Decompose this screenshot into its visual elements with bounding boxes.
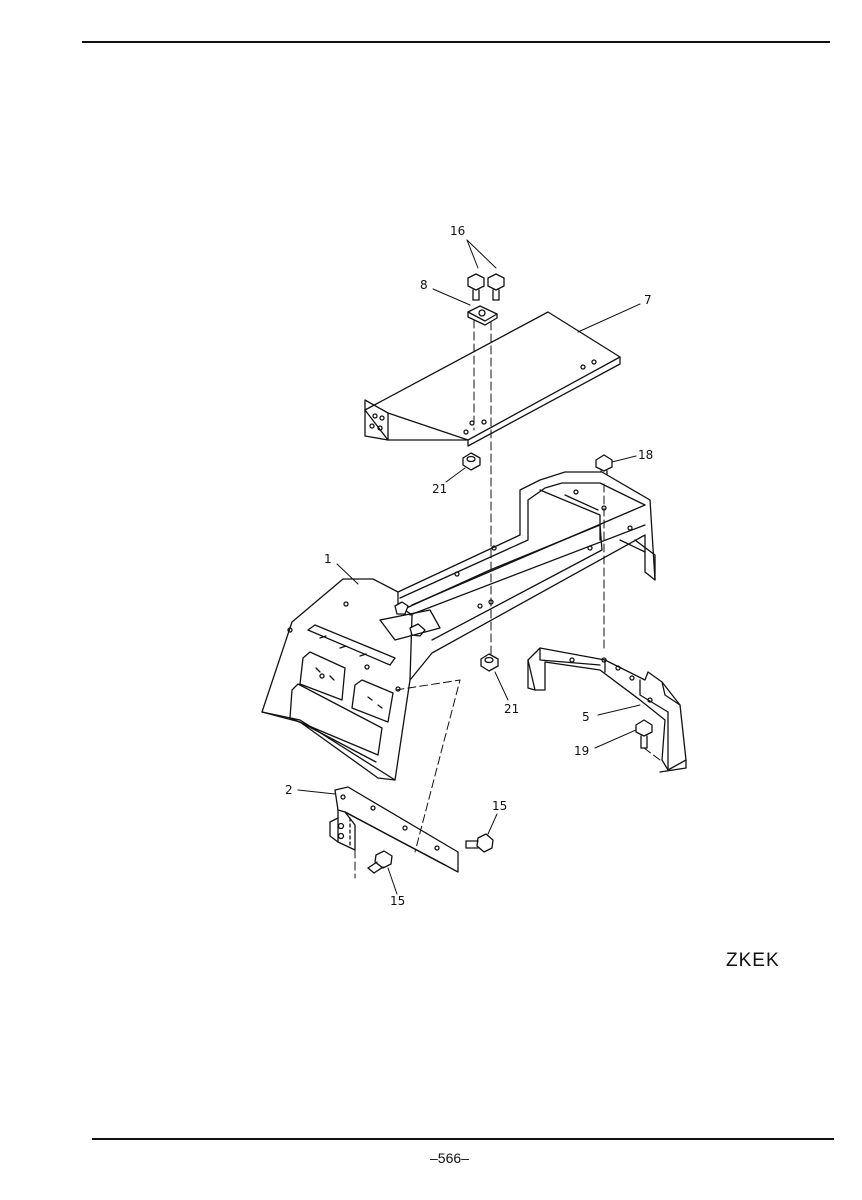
callout-21-upper: 21	[432, 482, 447, 496]
part-19-bolt	[635, 719, 653, 749]
callout-5: 5	[582, 710, 590, 724]
part-8-clip-nut	[467, 305, 498, 326]
callout-21-lower: 21	[504, 702, 519, 716]
callout-19: 19	[574, 744, 589, 758]
part-15-bolts	[367, 833, 494, 874]
callout-1: 1	[324, 552, 332, 566]
callout-16: 16	[450, 224, 465, 238]
part-1-main-housing	[261, 471, 656, 781]
callout-15-lower: 15	[390, 894, 405, 908]
bottom-rule	[92, 1138, 834, 1140]
callout-15-right: 15	[492, 799, 507, 813]
part-5-support-bracket	[527, 647, 687, 773]
alignment-lines	[354, 319, 661, 879]
part-2-lower-plate	[329, 786, 459, 873]
page-number: –566–	[430, 1150, 469, 1166]
top-rule	[82, 41, 830, 43]
callout-labels: 16 8 7 18 21 1 21 5 19 2 15 15	[285, 224, 653, 908]
part-7-cover-plate	[364, 311, 621, 447]
diagram-code: ZKEK	[726, 950, 780, 971]
callout-18: 18	[638, 448, 653, 462]
part-21-upper-nut	[462, 452, 481, 471]
callout-8: 8	[420, 278, 428, 292]
callout-7: 7	[644, 293, 652, 307]
part-21-lower-nut	[480, 653, 499, 672]
callout-leaders	[297, 239, 641, 895]
part-16-screws	[467, 273, 505, 301]
callout-2: 2	[285, 783, 293, 797]
